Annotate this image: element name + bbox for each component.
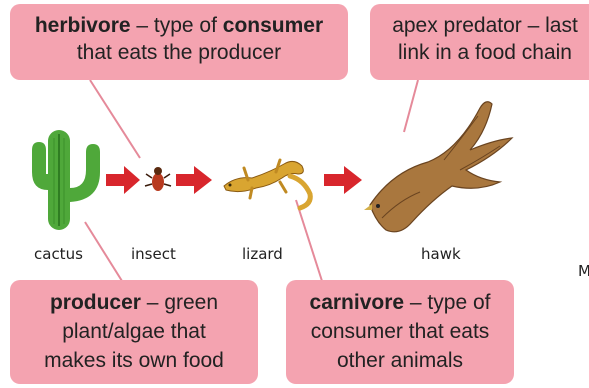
herbivore-callout: herbivore – type of consumer that eats t… <box>10 4 348 80</box>
apex-leader-line <box>404 80 418 132</box>
producer-text-2: plant/algae that <box>10 317 258 346</box>
carnivore-text-3: other animals <box>286 346 514 375</box>
carnivore-text-1: – type of <box>404 291 490 314</box>
arrow-icon <box>176 166 212 194</box>
cut-off-text: M <box>578 262 589 280</box>
insect-label: insect <box>131 245 176 263</box>
carnivore-callout: carnivore – type of consumer that eats o… <box>286 280 514 384</box>
apex-text-2: link in a food chain <box>370 39 589 66</box>
hawk-icon <box>364 102 512 232</box>
herbivore-text-2: that eats the producer <box>10 39 348 66</box>
herbivore-term: herbivore <box>35 14 131 37</box>
cactus-icon <box>32 130 100 230</box>
producer-callout: producer – green plant/algae that makes … <box>10 280 258 384</box>
producer-text-3: makes its own food <box>10 346 258 375</box>
carnivore-leader-line <box>296 200 322 281</box>
producer-term: producer <box>50 291 141 314</box>
producer-text-1: – green <box>141 291 218 314</box>
carnivore-text-2: consumer that eats <box>286 317 514 346</box>
consumer-term: consumer <box>223 14 323 37</box>
arrow-icon <box>106 166 140 194</box>
hawk-label: hawk <box>421 245 461 263</box>
apex-text-1: apex predator – last <box>370 12 589 39</box>
arrow-icon <box>324 166 362 194</box>
cactus-label: cactus <box>34 245 83 263</box>
herbivore-text-1: – type of <box>131 14 223 37</box>
apex-predator-callout: apex predator – last link in a food chai… <box>370 4 589 80</box>
lizard-icon <box>224 160 310 208</box>
lizard-label: lizard <box>242 245 283 263</box>
producer-leader-line <box>85 222 122 281</box>
insect-icon <box>145 167 171 191</box>
carnivore-term: carnivore <box>310 291 405 314</box>
